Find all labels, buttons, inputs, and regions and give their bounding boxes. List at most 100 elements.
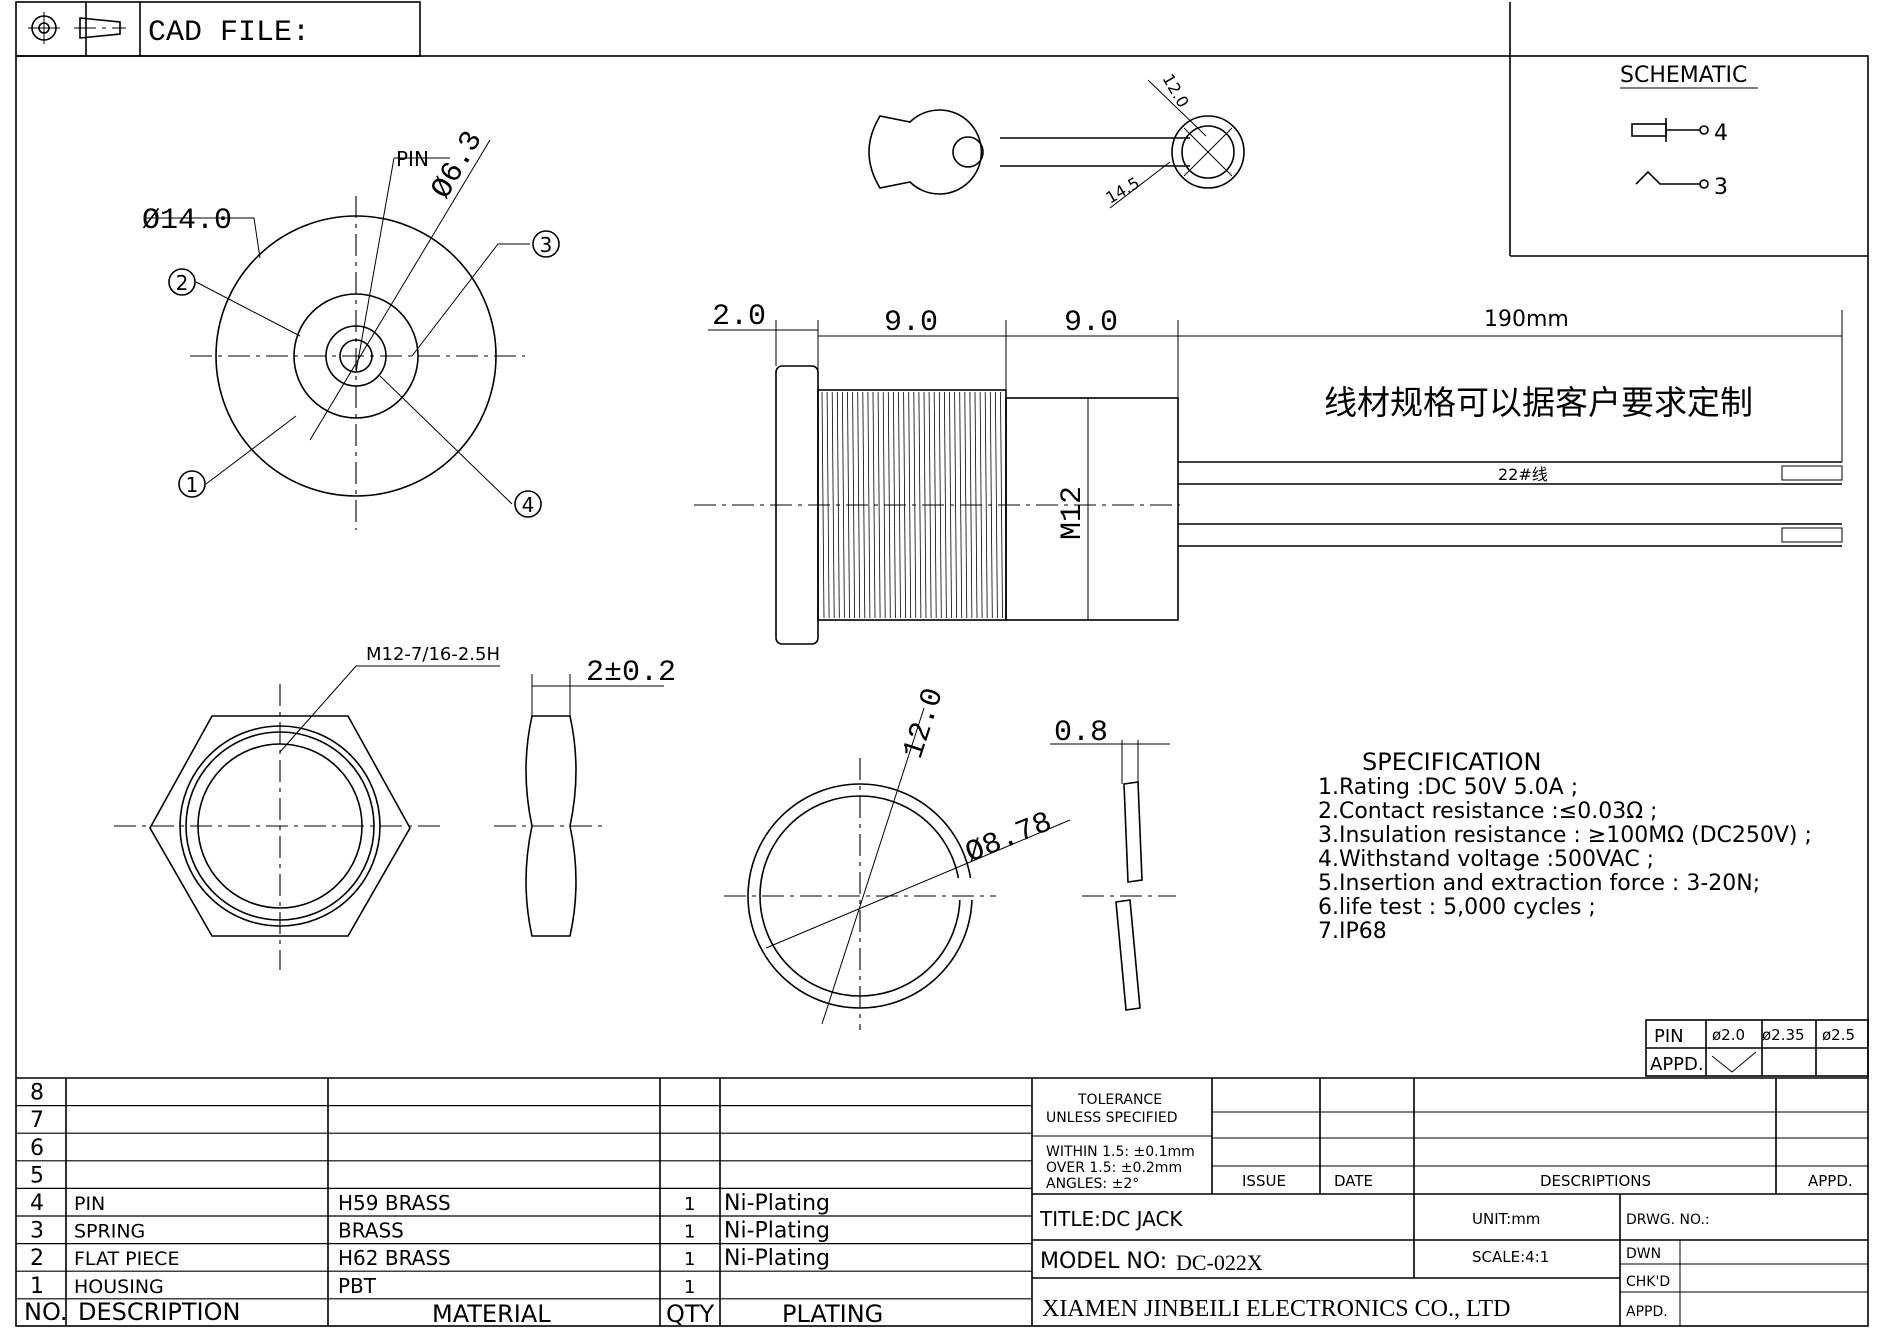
- cad-header: CAD FILE:: [15, 1, 421, 57]
- rev-descriptions: DESCRIPTIONS: [1540, 1172, 1651, 1190]
- schematic-title: SCHEMATIC: [1620, 63, 1747, 88]
- thread-line: [867, 391, 871, 619]
- tol-1: WITHIN 1.5: ±0.1mm: [1046, 1144, 1195, 1160]
- front-dia-outer: Ø14.0: [142, 204, 232, 238]
- spec-item-5: 5.Insertion and extraction force : 3-20N…: [1318, 871, 1760, 896]
- spec-item-7: 7.IP68: [1318, 919, 1387, 944]
- bom-cell-qty: 1: [684, 1222, 695, 1243]
- bom-header-material: MATERIAL: [432, 1300, 551, 1328]
- spec-item-1: 1.Rating :DC 50V 5.0A ;: [1318, 775, 1578, 800]
- bom-cell-no: 8: [30, 1081, 44, 1106]
- spec-item-6: 6.life test : 5,000 cycles ;: [1318, 895, 1596, 920]
- bom-cell-desc: FLAT PIECE: [74, 1248, 179, 1270]
- thread-line: [995, 391, 998, 619]
- bom-cell-no: 1: [30, 1274, 44, 1299]
- bom-header-desc: DESCRIPTION: [78, 1298, 240, 1326]
- bom-cell-no: 2: [30, 1246, 44, 1271]
- specification: SPECIFICATION 1.Rating :DC 50V 5.0A ; 2.…: [1318, 748, 1812, 944]
- schematic-box: SCHEMATIC 4 3: [1509, 2, 1868, 257]
- bom-cell-no: 6: [30, 1136, 44, 1161]
- bom-cell-no: 7: [30, 1108, 44, 1133]
- bom-cell-material: BRASS: [338, 1219, 404, 1243]
- thread-line: [908, 391, 912, 619]
- bom-cell-material: H62 BRASS: [338, 1246, 451, 1270]
- pin-table-d1: ø2.0: [1712, 1026, 1745, 1044]
- side-wire-note: 线材规格可以据客户要求定制: [1324, 383, 1753, 422]
- callout-4: 4: [522, 493, 535, 517]
- rev-issue: ISSUE: [1242, 1172, 1286, 1190]
- bom-header-plating: PLATING: [782, 1300, 883, 1328]
- nut-view: M12-7/16-2.5H 2±0.2: [114, 644, 676, 970]
- front-pin-label: PIN: [396, 147, 429, 171]
- bom-cell-material: PBT: [338, 1274, 377, 1298]
- rev-date: DATE: [1334, 1172, 1373, 1190]
- front-view: Ø14.0 PIN Ø6.3 2 3 4 1: [142, 126, 560, 530]
- rev-appd: APPD.: [1808, 1172, 1853, 1190]
- schematic-terminal-4: 4: [1714, 121, 1728, 146]
- callout-2: 2: [176, 271, 189, 295]
- side-dim-flange: 2.0: [712, 300, 766, 334]
- pin-table-appd: APPD.: [1650, 1054, 1704, 1075]
- bom-cell-desc: SPRING: [74, 1221, 145, 1243]
- washer-inner-dim: Ø8.78: [961, 806, 1057, 871]
- spec-item-3: 3.Insulation resistance : ≥100MΩ (DC250V…: [1318, 823, 1812, 848]
- spec-item-4: 4.Withstand voltage :500VAC ;: [1318, 847, 1654, 872]
- pin-table-d3: ø2.5: [1822, 1026, 1855, 1044]
- thread-line: [831, 391, 835, 619]
- thread-line: [944, 391, 947, 619]
- drawn-by-label: DWN: [1626, 1246, 1661, 1262]
- bom-header-no: NO.: [24, 1298, 68, 1326]
- callout-1-circle: [178, 470, 206, 498]
- callout-3: 3: [540, 233, 553, 257]
- bom-cell-plating: Ni-Plating: [724, 1219, 830, 1244]
- bom-cell-qty: 1: [684, 1249, 695, 1270]
- company-name: XIAMEN JINBEILI ELECTRONICS CO., LTD: [1042, 1296, 1510, 1322]
- bom-cell-desc: HOUSING: [74, 1276, 164, 1298]
- pin-table-pin: PIN: [1654, 1026, 1684, 1047]
- check-mark-icon: [1711, 1051, 1757, 1073]
- side-view: 2.0 9.0 9.0 190mm M12 线材规格可以据客户要求定制 22#线: [694, 300, 1843, 645]
- side-dim-thread: 9.0: [884, 306, 938, 340]
- callout-1: 1: [186, 473, 199, 497]
- side-wire-gauge: 22#线: [1498, 465, 1548, 484]
- approved-by-label: APPD.: [1626, 1304, 1668, 1320]
- washer-thickness: 0.8: [1054, 716, 1108, 750]
- spec-title: SPECIFICATION: [1362, 748, 1541, 776]
- pin-table: PIN ø2.0 ø2.35 ø2.5 APPD.: [1645, 1019, 1869, 1077]
- thread-line: [918, 391, 922, 619]
- model-value: DC-022X: [1176, 1250, 1263, 1275]
- bom-cell-no: 4: [30, 1191, 44, 1216]
- checked-by-label: CHK'D: [1626, 1274, 1670, 1290]
- side-dim-body: 9.0: [1064, 306, 1118, 340]
- drawing-scale: SCALE:4:1: [1472, 1248, 1549, 1266]
- callout-3-circle: [532, 230, 560, 258]
- projection-symbol-icon: [28, 12, 126, 44]
- nut-thread-spec: M12-7/16-2.5H: [366, 644, 500, 665]
- washer-view: 12.0 Ø8.78 0.8: [724, 684, 1176, 1030]
- bom-cell-no: 5: [30, 1163, 44, 1188]
- model-label: MODEL NO:: [1040, 1249, 1167, 1274]
- jack-symbol-icon: [1631, 118, 1709, 189]
- front-dia-center: Ø6.3: [425, 126, 490, 205]
- side-thread-label: M12: [1056, 486, 1090, 540]
- tol-title-2: UNLESS SPECIFIED: [1046, 1110, 1177, 1126]
- top-dim-a: 12.0: [1159, 71, 1193, 111]
- tol-2: OVER 1.5: ±0.2mm: [1046, 1160, 1182, 1176]
- spec-item-2: 2.Contact resistance :≤0.03Ω ;: [1318, 799, 1657, 824]
- bom-cell-qty: 1: [684, 1277, 695, 1298]
- drawing-title: TITLE:DC JACK: [1039, 1207, 1183, 1231]
- washer-outer-dim: 12.0: [897, 684, 952, 763]
- bom-cell-plating: Ni-Plating: [724, 1191, 830, 1216]
- top-dim-b: 14.5: [1103, 173, 1143, 207]
- drawing-unit: UNIT:mm: [1472, 1210, 1540, 1228]
- top-view: 12.0 14.5: [868, 71, 1245, 209]
- thread-line: [954, 391, 957, 619]
- bom-cell-desc: PIN: [74, 1193, 105, 1215]
- sheet-border: [15, 55, 1869, 1327]
- drawing-number-label: DRWG. NO.:: [1626, 1212, 1710, 1228]
- thread-line: [877, 391, 881, 619]
- schematic-terminal-3: 3: [1714, 175, 1728, 200]
- bom-cell-material: H59 BRASS: [338, 1191, 451, 1215]
